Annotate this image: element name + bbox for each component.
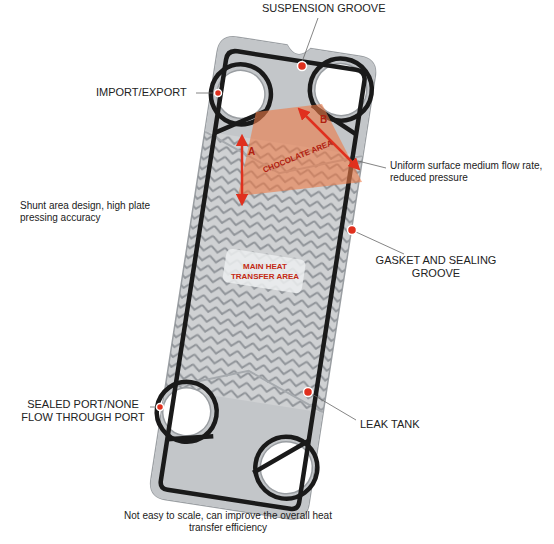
dimension-letter: A bbox=[248, 146, 255, 158]
part-label: SEALED PORT/NONE FLOW THROUGH PORT bbox=[14, 398, 152, 424]
part-label: SUSPENSION GROOVE bbox=[262, 2, 385, 15]
area-label: MAIN HEAT TRANSFER AREA bbox=[225, 262, 305, 281]
part-label: GASKET AND SEALING GROOVE bbox=[366, 254, 506, 280]
part-label: IMPORT/EXPORT bbox=[96, 86, 187, 99]
note-text: Uniform surface medium flow rate, reduce… bbox=[390, 160, 548, 184]
note-text: Not easy to scale, can improve the overa… bbox=[118, 510, 338, 534]
part-label: LEAK TANK bbox=[360, 418, 420, 431]
note-text: Shunt area design, high plate pressing a… bbox=[20, 200, 180, 224]
dimension-letter: B bbox=[320, 114, 327, 126]
